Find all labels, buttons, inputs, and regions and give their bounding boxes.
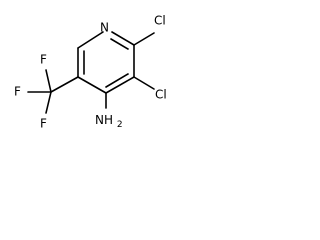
bond-c6-n bbox=[77, 31, 104, 49]
atom-n: N bbox=[100, 21, 109, 35]
atom-cl-right: Cl bbox=[155, 88, 167, 102]
bond-c3-cl bbox=[133, 76, 155, 90]
bond-c4-c5 bbox=[77, 76, 107, 94]
atom-f-left: F bbox=[14, 85, 21, 99]
atom-f-top: F bbox=[40, 53, 47, 67]
bond-cf3-f-top bbox=[45, 69, 52, 93]
molecule-drawing: N Cl Cl NH 2 F F F bbox=[14, 14, 167, 131]
bond-c5-cf3 bbox=[50, 76, 79, 93]
chemical-structure: N Cl Cl NH 2 F F F bbox=[0, 0, 192, 140]
atom-amine: NH 2 bbox=[95, 113, 123, 130]
atom-f-bottom: F bbox=[40, 117, 47, 131]
atom-cl-top: Cl bbox=[154, 14, 166, 28]
bond-c3-c4 bbox=[105, 76, 135, 94]
bond-cf3-f-bottom bbox=[45, 91, 52, 114]
bond-n-c2 bbox=[111, 31, 135, 46]
bond-n-c2-inner bbox=[110, 38, 129, 50]
bond-c2-cl bbox=[133, 32, 155, 46]
atom-amine-symbol: NH bbox=[95, 113, 113, 127]
bond-c3-c4-inner bbox=[105, 73, 129, 88]
atom-amine-hydrogen-count: 2 bbox=[117, 120, 123, 130]
